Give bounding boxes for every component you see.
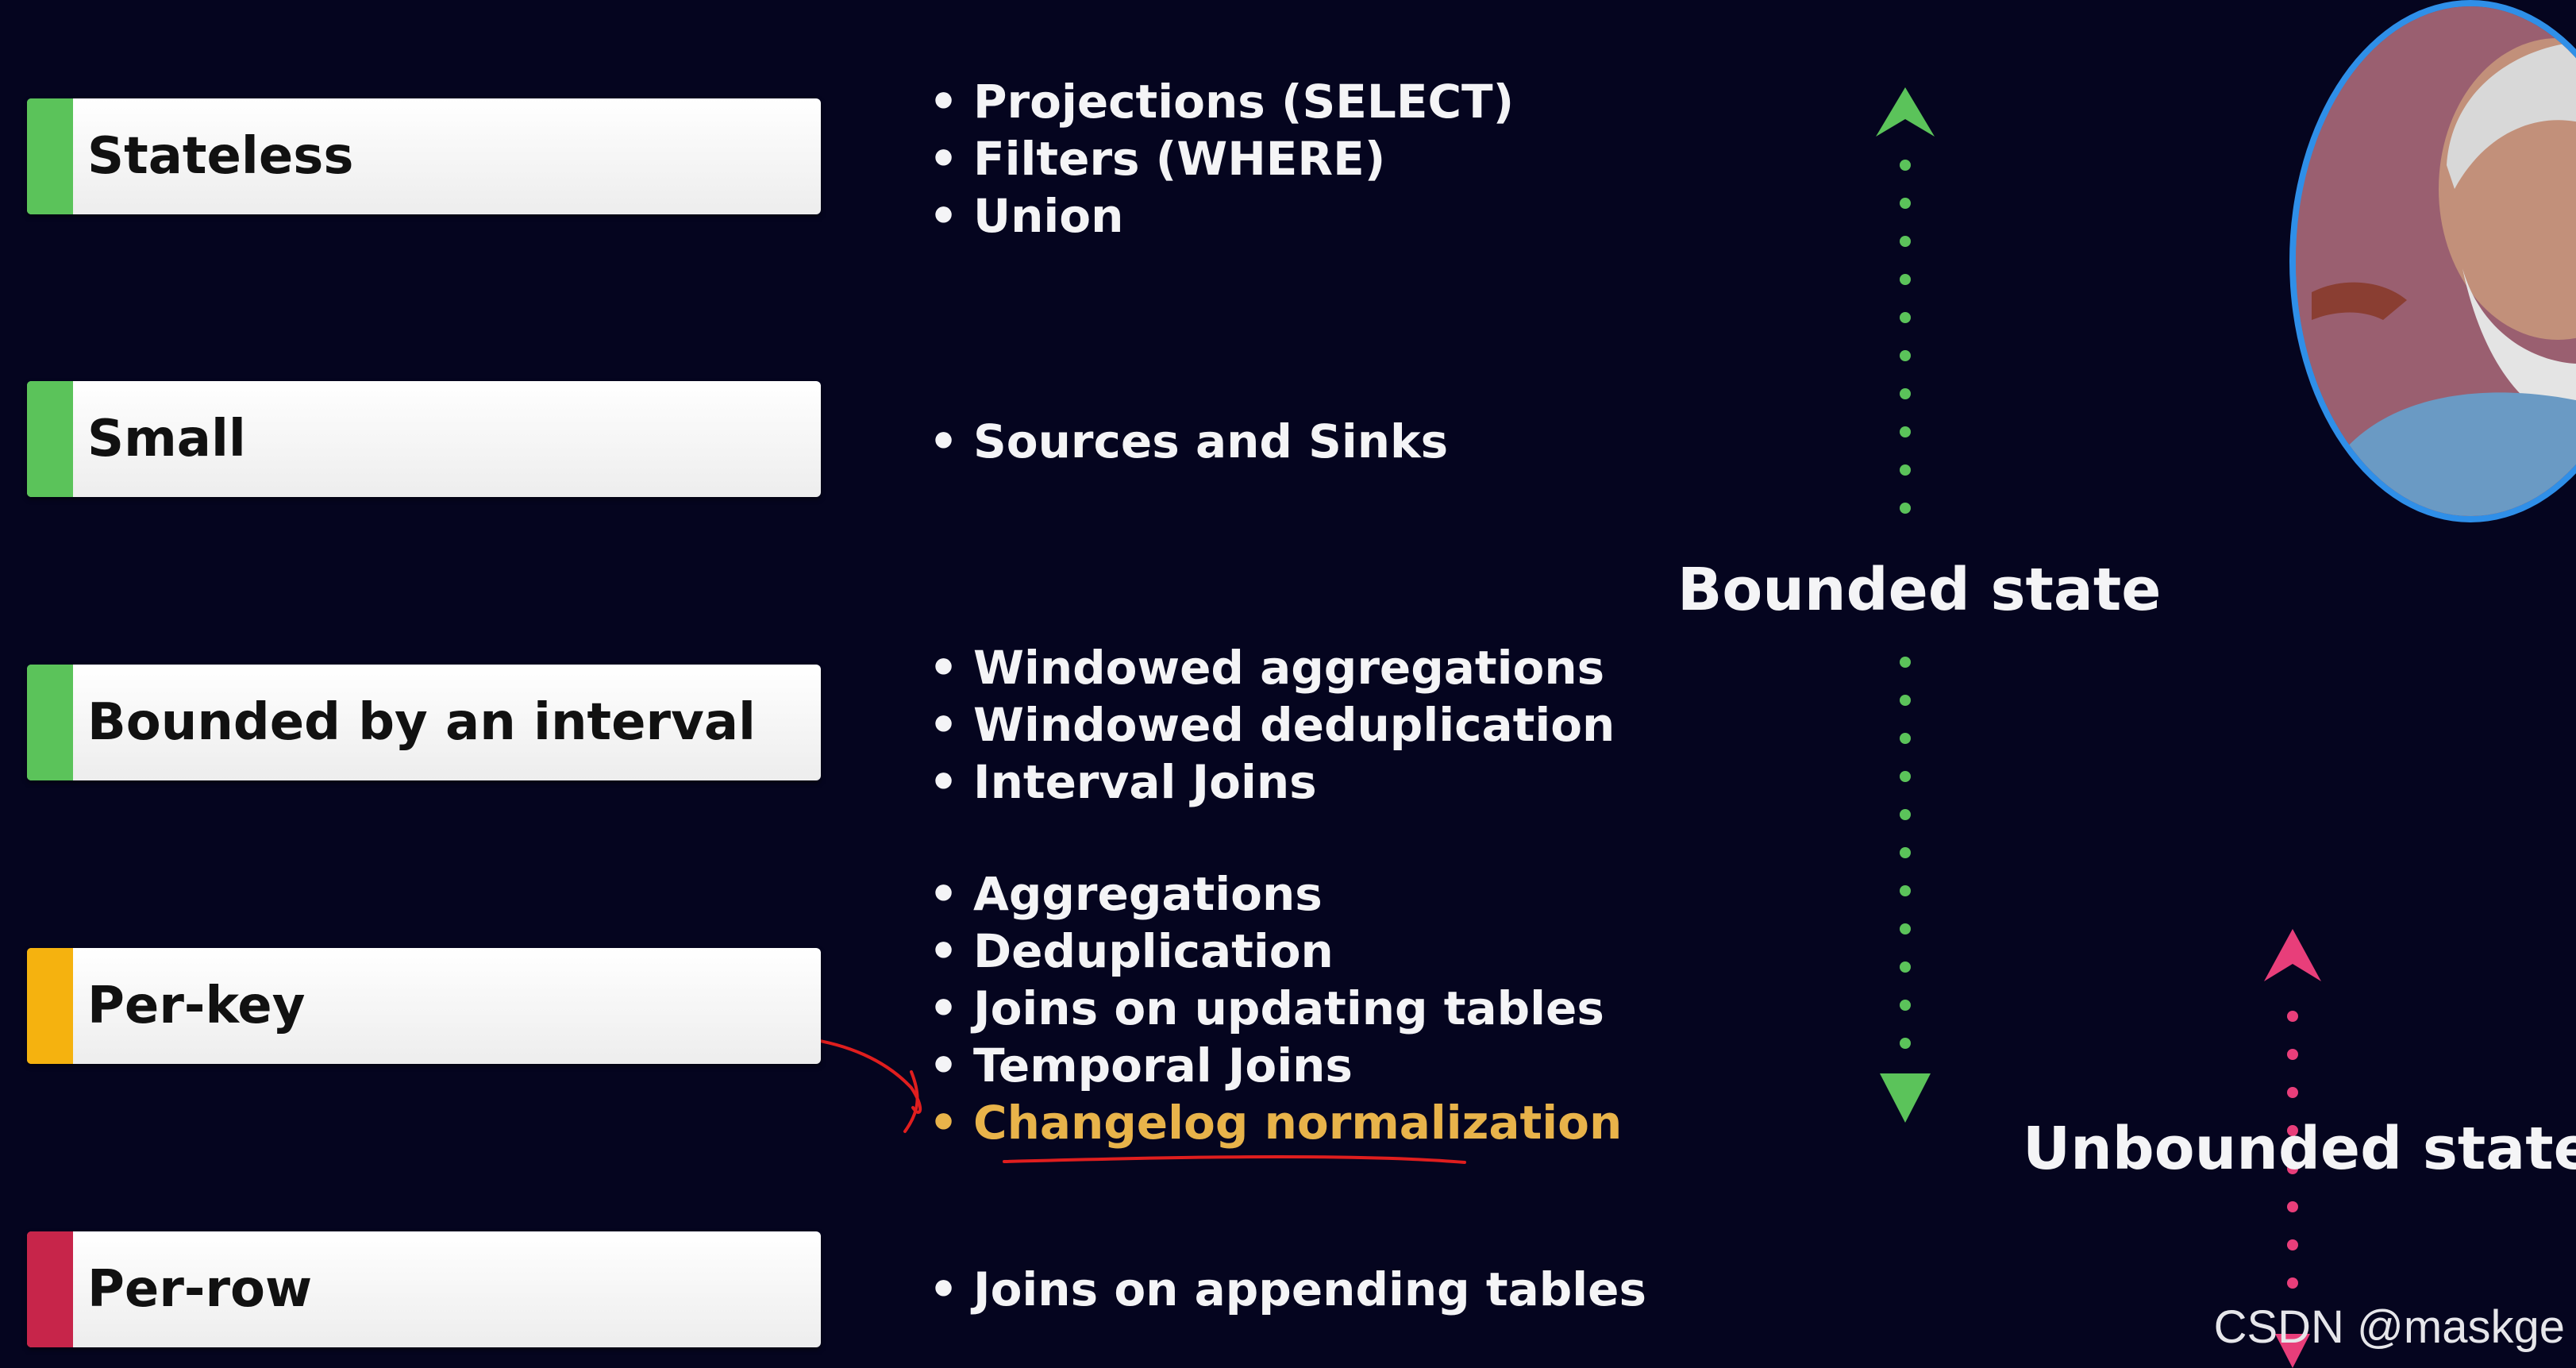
arrow-dot <box>2287 1277 2298 1289</box>
category-per-key: Per-key <box>27 948 821 1064</box>
unbounded-state-arrow <box>2264 929 2321 1368</box>
category-bounded-by-interval: Bounded by an interval <box>27 665 821 780</box>
bullet: • <box>929 132 959 186</box>
category-accent-bar <box>27 98 73 214</box>
category-accent-bar <box>27 665 73 780</box>
arrow-dot <box>2287 1049 2298 1060</box>
arrow-dot <box>1900 274 1911 285</box>
arrow-dot <box>1900 1000 1911 1011</box>
list-item: •Interval Joins <box>929 755 1317 809</box>
arrow-up-icon <box>1876 87 1935 137</box>
arrow-dot <box>1900 771 1911 782</box>
arrow-dot <box>1900 733 1911 744</box>
category-per-row: Per-row <box>27 1231 821 1347</box>
arrow-dot <box>1900 809 1911 820</box>
list-item: •Filters (WHERE) <box>929 132 1386 186</box>
operations-small: •Sources and Sinks <box>929 413 1448 470</box>
watermark: CSDN @maskge <box>2213 1301 2565 1353</box>
operations-stateless: •Projections (SELECT) •Filters (WHERE) •… <box>929 73 1514 245</box>
arrow-dot <box>1900 160 1911 171</box>
list-item: •Windowed deduplication <box>929 698 1615 752</box>
list-item: •Joins on updating tables <box>929 981 1604 1035</box>
arrow-dot <box>2287 1011 2298 1022</box>
list-item-highlighted: •Changelog normalization <box>929 1096 1623 1150</box>
arrow-dot <box>1900 464 1911 476</box>
bullet: • <box>929 75 959 129</box>
presenter-portrait <box>2296 6 2576 516</box>
category-label: Per-row <box>87 1260 313 1319</box>
underline-changelog <box>1003 1154 1466 1164</box>
bounded-state-label: Bounded state <box>1677 556 2162 624</box>
category-accent-bar <box>27 381 73 497</box>
pointer-curve-tail <box>903 1070 919 1133</box>
bullet: • <box>929 698 959 752</box>
arrow-dot <box>1900 198 1911 209</box>
arrow-dot <box>1900 312 1911 323</box>
arrow-down-icon <box>1880 1073 1931 1123</box>
arrow-dot <box>1900 923 1911 934</box>
operations-per-row: •Joins on appending tables <box>929 1261 1646 1318</box>
bullet: • <box>929 414 959 468</box>
arrow-dot <box>1900 961 1911 973</box>
category-accent-bar <box>27 948 73 1064</box>
arrow-dot <box>2287 1163 2298 1174</box>
arrow-dot <box>2287 1087 2298 1098</box>
list-item: •Deduplication <box>929 924 1334 978</box>
list-item: •Joins on appending tables <box>929 1262 1646 1316</box>
category-label: Bounded by an interval <box>87 693 756 752</box>
operations-bounded-by-interval: •Windowed aggregations •Windowed dedupli… <box>929 639 1615 811</box>
category-small: Small <box>27 381 821 497</box>
list-item: •Windowed aggregations <box>929 641 1605 695</box>
category-label: Per-key <box>87 977 306 1035</box>
list-item: •Projections (SELECT) <box>929 75 1515 129</box>
arrow-dot <box>2287 1125 2298 1136</box>
arrow-down-icon <box>2275 1334 2310 1368</box>
arrow-dot <box>1900 388 1911 399</box>
bullet: • <box>929 867 959 921</box>
arrow-up-icon <box>2264 929 2321 981</box>
presenter-avatar <box>2289 0 2576 522</box>
operations-per-key: •Aggregations •Deduplication •Joins on u… <box>929 865 1622 1151</box>
bullet: • <box>929 981 959 1035</box>
list-item: •Union <box>929 189 1124 243</box>
bullet: • <box>929 1262 959 1316</box>
arrow-dot <box>1900 695 1911 706</box>
list-item: •Temporal Joins <box>929 1039 1353 1092</box>
arrow-dot <box>2287 1239 2298 1250</box>
bullet: • <box>929 924 959 978</box>
category-label: Stateless <box>87 127 354 186</box>
category-label: Small <box>87 410 246 468</box>
arrow-dot <box>1900 350 1911 361</box>
bullet: • <box>929 641 959 695</box>
bullet: • <box>929 189 959 243</box>
bullet: • <box>929 1039 959 1092</box>
bullet: • <box>929 755 959 809</box>
bounded-state-arrow <box>1876 87 1935 1123</box>
arrow-dot <box>1900 885 1911 896</box>
arrow-dot <box>1900 657 1911 668</box>
arrow-dot <box>1900 847 1911 858</box>
arrow-dot <box>1900 1038 1911 1049</box>
list-item: •Aggregations <box>929 867 1323 921</box>
bullet: • <box>929 1096 959 1150</box>
pointer-curve <box>780 1035 922 1114</box>
arrow-dot <box>1900 236 1911 247</box>
arrow-dot <box>1900 426 1911 437</box>
list-item: •Sources and Sinks <box>929 414 1449 468</box>
arrow-dot <box>1900 503 1911 514</box>
category-stateless: Stateless <box>27 98 821 214</box>
arrow-dot <box>2287 1201 2298 1212</box>
unbounded-state-label: Unbounded state <box>2023 1115 2576 1183</box>
category-accent-bar <box>27 1231 73 1347</box>
